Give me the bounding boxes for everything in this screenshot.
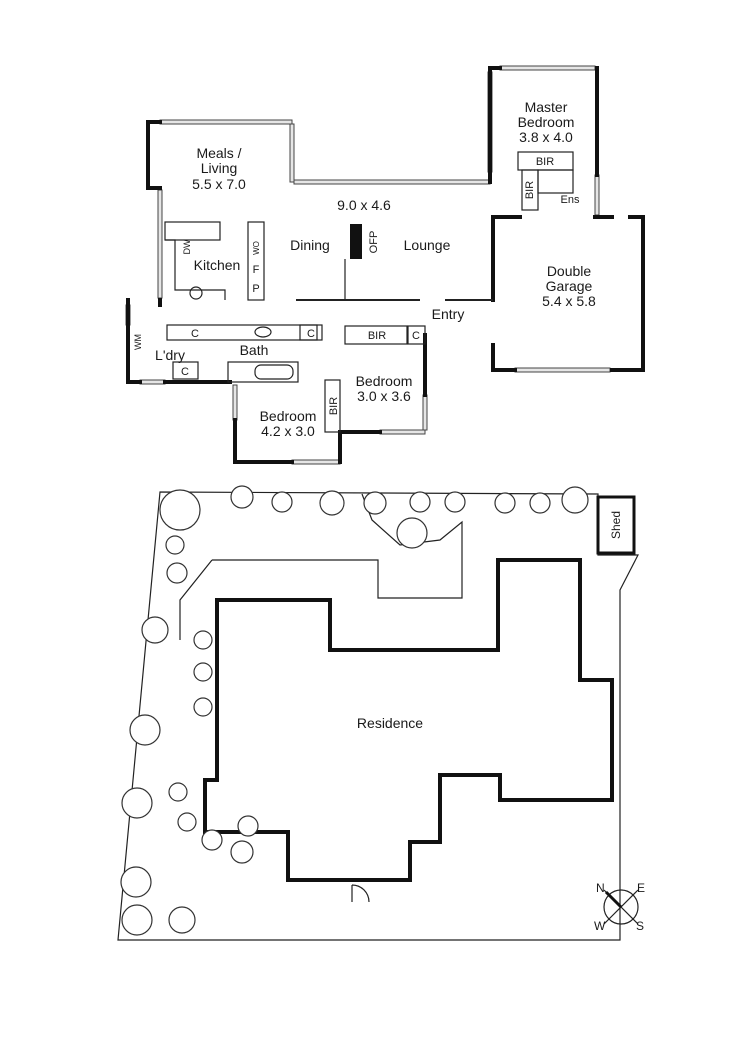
tree-icon — [409, 491, 431, 513]
cupboard-label: C — [412, 330, 420, 342]
bir-label: BIR — [536, 156, 554, 168]
north-arrow-icon — [604, 890, 623, 909]
compass: N E W S — [594, 881, 645, 933]
tree-icon — [319, 490, 345, 516]
tree-icon — [168, 906, 196, 934]
tree-icon — [230, 840, 254, 864]
trees — [120, 485, 589, 936]
tree-icon — [168, 782, 188, 802]
bedroom3-size: 4.2 x 3.0 — [261, 423, 315, 439]
tree-icon — [363, 491, 387, 515]
interior-walls — [164, 151, 574, 433]
compass-n: N — [596, 881, 605, 895]
tree-icon — [444, 491, 466, 513]
compass-e: E — [637, 881, 645, 895]
wo-label: WO — [252, 241, 261, 255]
bir-label: BIR — [368, 330, 386, 342]
room-labels: Meals / Living 5.5 x 7.0 9.0 x 4.6 Dinin… — [133, 99, 596, 439]
residence-outline — [203, 558, 614, 882]
master-bedroom-size: 3.8 x 4.0 — [519, 129, 573, 145]
dw-label: DW — [182, 239, 192, 254]
tree-icon — [159, 489, 201, 531]
cupboard-label: C — [191, 328, 199, 340]
tree-icon — [121, 787, 153, 819]
living-size: 9.0 x 4.6 — [337, 197, 391, 213]
wm-label: WM — [133, 334, 143, 350]
bath-label: Bath — [240, 342, 269, 358]
bedroom2-label: Bedroom — [356, 373, 413, 389]
tree-icon — [561, 486, 589, 514]
gate — [351, 884, 370, 903]
meals-living-label: Meals / — [196, 145, 241, 161]
tree-icon — [166, 562, 188, 584]
tree-icon — [193, 662, 213, 682]
ensuite-label: Ens — [561, 194, 580, 206]
tree-icon — [193, 697, 213, 717]
dining-label: Dining — [290, 237, 330, 253]
tree-icon — [193, 630, 213, 650]
bir-label: BIR — [328, 397, 340, 415]
compass-s: S — [636, 919, 644, 933]
residence-label: Residence — [357, 715, 423, 731]
tree-icon — [121, 904, 153, 936]
entry-label: Entry — [432, 306, 465, 322]
tree-icon — [494, 492, 516, 514]
master-bedroom-label-2: Bedroom — [518, 114, 575, 130]
tree-icon — [129, 714, 161, 746]
shed — [596, 495, 636, 555]
kitchen-label: Kitchen — [194, 257, 241, 273]
tree-icon — [396, 517, 428, 549]
tree-icon — [230, 485, 254, 509]
cupboard-label: C — [307, 328, 315, 340]
fridge-label: F — [253, 264, 260, 276]
walls — [126, 66, 645, 464]
bir-label: BIR — [524, 181, 536, 199]
meals-living-size: 5.5 x 7.0 — [192, 176, 246, 192]
bedroom2-size: 3.0 x 3.6 — [357, 388, 411, 404]
master-bedroom-label: Master — [525, 99, 568, 115]
meals-living-label-2: Living — [201, 160, 238, 176]
garage-label-2: Garage — [546, 278, 593, 294]
garage-size: 5.4 x 5.8 — [542, 293, 596, 309]
tree-icon — [120, 866, 152, 898]
tree-icon — [529, 492, 551, 514]
ofp-label: OFP — [368, 231, 380, 254]
site-plan: Shed Residence — [117, 485, 639, 941]
tree-icon — [271, 491, 293, 513]
garage-label: Double — [547, 263, 592, 279]
tree-icon — [237, 815, 259, 837]
tree-icon — [201, 829, 223, 851]
bedroom3-label: Bedroom — [260, 408, 317, 424]
compass-w: W — [594, 919, 606, 933]
cupboard-label: C — [181, 366, 189, 378]
fireplace — [350, 224, 362, 259]
tree-icon — [141, 616, 169, 644]
shed-label: Shed — [609, 511, 623, 539]
tree-icon — [165, 535, 185, 555]
pantry-label: P — [252, 283, 259, 295]
lounge-label: Lounge — [404, 237, 451, 253]
tree-icon — [177, 812, 197, 832]
laundry-label: L'dry — [155, 347, 185, 363]
